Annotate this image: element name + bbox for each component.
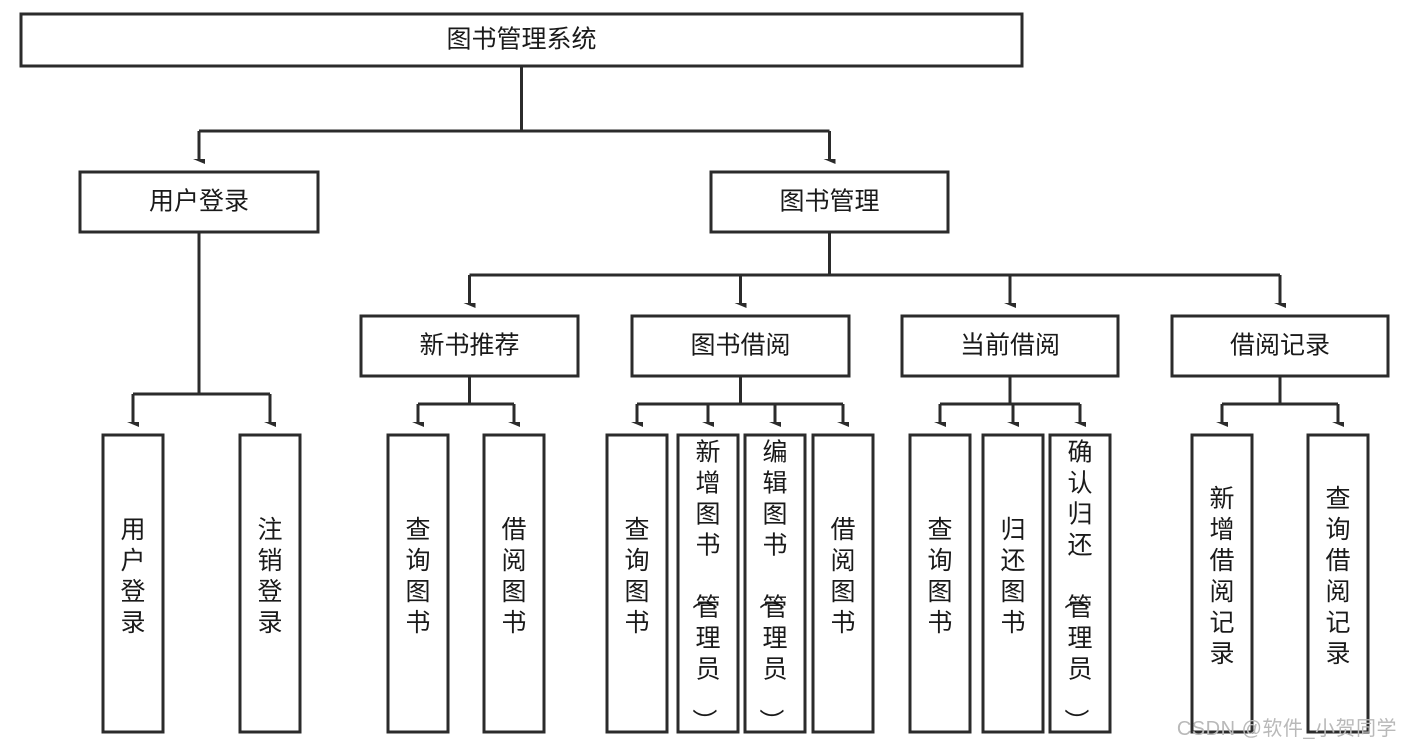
node-leaf-logout-login-box[interactable]	[238, 433, 302, 734]
node-leaf-query-borrow-record-label: 查询借阅记录	[1325, 485, 1350, 668]
node-leaf-query-book-2[interactable]: 查询图书	[605, 433, 669, 734]
node-leaf-query-book-2-label: 查询图书	[624, 516, 649, 637]
node-leaf-user-login[interactable]: 用户登录	[101, 433, 165, 734]
node-leaf-return-book-box[interactable]	[981, 433, 1045, 734]
node-book-manage-box[interactable]	[709, 170, 950, 234]
node-current-borrow[interactable]: 当前借阅	[900, 314, 1120, 378]
nodes-layer: 图书管理系统用户登录图书管理新书推荐图书借阅当前借阅借阅记录用户登录注销登录查询…	[19, 12, 1390, 734]
node-leaf-add-borrow-record[interactable]: 新增借阅记录	[1190, 433, 1254, 734]
node-current-borrow-box[interactable]	[900, 314, 1120, 378]
node-leaf-logout-login[interactable]: 注销登录	[238, 433, 302, 734]
node-leaf-return-book-label: 归还图书	[1000, 516, 1025, 637]
node-leaf-edit-book-admin-box[interactable]	[743, 433, 807, 734]
node-user-login-box[interactable]	[78, 170, 320, 234]
node-borrow-record[interactable]: 借阅记录	[1170, 314, 1390, 378]
node-root-box[interactable]	[19, 12, 1024, 68]
node-leaf-query-book-1-box[interactable]	[386, 433, 450, 734]
edges-layer	[133, 66, 1338, 422]
node-book-borrow[interactable]: 图书借阅	[630, 314, 851, 378]
node-leaf-confirm-return-admin-label: 确认归还（管理员）	[1061, 439, 1092, 734]
node-book-borrow-label: 图书借阅	[690, 332, 790, 360]
node-new-book-recommend-label: 新书推荐	[419, 332, 519, 360]
node-leaf-borrow-book-2[interactable]: 借阅图书	[811, 433, 875, 734]
watermark-text: CSDN @软件_小贺同学	[1176, 718, 1397, 740]
node-leaf-borrow-book-1-box[interactable]	[482, 433, 546, 734]
node-root-label: 图书管理系统	[446, 26, 596, 54]
node-leaf-user-login-label: 用户登录	[120, 516, 145, 637]
node-root[interactable]: 图书管理系统	[19, 12, 1024, 68]
node-leaf-query-book-3-box[interactable]	[908, 433, 972, 734]
node-borrow-record-box[interactable]	[1170, 314, 1390, 378]
node-leaf-query-book-1-label: 查询图书	[405, 516, 430, 637]
node-current-borrow-label: 当前借阅	[960, 332, 1060, 360]
node-leaf-logout-login-label: 注销登录	[257, 516, 282, 637]
node-leaf-add-book-admin[interactable]: 新增图书（管理员）	[676, 433, 740, 734]
node-book-manage-label: 图书管理	[779, 188, 879, 216]
node-leaf-add-borrow-record-label: 新增借阅记录	[1209, 485, 1234, 668]
node-new-book-recommend[interactable]: 新书推荐	[359, 314, 580, 378]
node-book-manage[interactable]: 图书管理	[709, 170, 950, 234]
node-new-book-recommend-box[interactable]	[359, 314, 580, 378]
node-leaf-user-login-box[interactable]	[101, 433, 165, 734]
node-leaf-borrow-book-2-label: 借阅图书	[830, 516, 855, 637]
node-leaf-borrow-book-1[interactable]: 借阅图书	[482, 433, 546, 734]
node-leaf-query-book-1[interactable]: 查询图书	[386, 433, 450, 734]
node-leaf-query-borrow-record[interactable]: 查询借阅记录	[1306, 433, 1370, 734]
node-leaf-edit-book-admin[interactable]: 编辑图书（管理员）	[743, 433, 807, 734]
node-leaf-add-book-admin-label: 新增图书（管理员）	[689, 439, 720, 734]
node-leaf-query-book-3-label: 查询图书	[927, 516, 952, 637]
node-leaf-return-book[interactable]: 归还图书	[981, 433, 1045, 734]
node-leaf-query-borrow-record-box[interactable]	[1306, 433, 1370, 734]
node-user-login[interactable]: 用户登录	[78, 170, 320, 234]
node-leaf-edit-book-admin-label: 编辑图书（管理员）	[756, 439, 787, 734]
node-leaf-add-borrow-record-box[interactable]	[1190, 433, 1254, 734]
node-leaf-query-book-2-box[interactable]	[605, 433, 669, 734]
node-leaf-confirm-return-admin[interactable]: 确认归还（管理员）	[1048, 433, 1112, 734]
node-leaf-borrow-book-1-label: 借阅图书	[501, 516, 526, 637]
node-user-login-label: 用户登录	[149, 188, 249, 216]
node-leaf-query-book-3[interactable]: 查询图书	[908, 433, 972, 734]
node-leaf-borrow-book-2-box[interactable]	[811, 433, 875, 734]
node-leaf-add-book-admin-box[interactable]	[676, 433, 740, 734]
node-book-borrow-box[interactable]	[630, 314, 851, 378]
node-leaf-confirm-return-admin-box[interactable]	[1048, 433, 1112, 734]
node-borrow-record-label: 借阅记录	[1230, 332, 1330, 360]
